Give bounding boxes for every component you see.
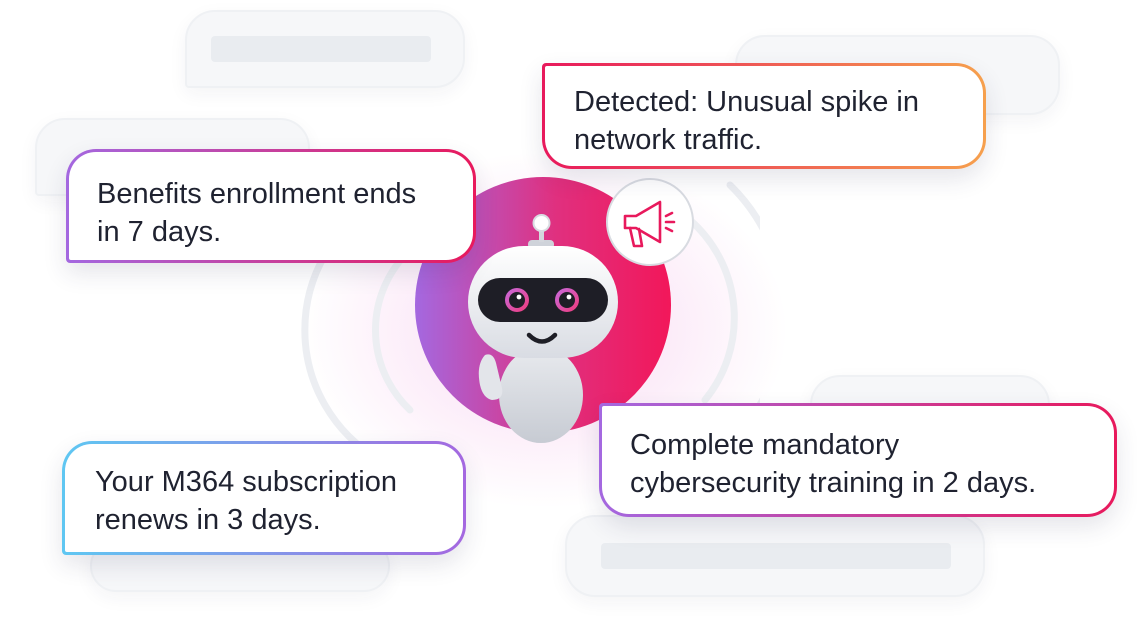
notification-text-line: network traffic. <box>574 124 763 156</box>
placeholder-bar <box>211 36 431 62</box>
notification-text-line: renews in 3 days. <box>95 504 321 536</box>
notification-text-line: cybersecurity training in 2 days. <box>630 467 1037 499</box>
signal-arc-left-inner <box>372 246 414 414</box>
placeholder-bar <box>601 543 951 569</box>
notification-text-line: Your M364 subscription <box>95 466 397 498</box>
notification-bubble-network: Detected: Unusual spike in network traff… <box>542 63 986 169</box>
notification-text-line: Detected: Unusual spike in <box>574 86 919 118</box>
robot-antenna-stem <box>539 226 544 242</box>
robot-mascot-icon <box>301 177 760 464</box>
megaphone-icon <box>606 178 694 266</box>
signal-arc-right <box>726 181 760 424</box>
notification-text-line: Complete mandatory <box>630 429 900 461</box>
robot-visor <box>478 278 608 322</box>
robot-antenna-tip <box>532 214 551 232</box>
notification-text-line: Benefits enrollment ends <box>97 178 417 210</box>
robot-arm <box>478 354 503 400</box>
robot-smile <box>526 332 558 344</box>
bubble-content: Your M364 subscription renews in 3 days. <box>65 444 463 552</box>
bubble-content: Benefits enrollment ends in 7 days. <box>69 152 473 260</box>
robot-body <box>499 347 583 443</box>
bubble-content: Detected: Unusual spike in network traff… <box>545 66 983 166</box>
placeholder-bubble <box>185 10 465 88</box>
notification-bubble-benefits: Benefits enrollment ends in 7 days. <box>66 149 476 263</box>
notification-text-line: in 7 days. <box>97 216 222 248</box>
notification-bubble-training: Complete mandatory cybersecurity trainin… <box>599 403 1117 517</box>
notification-bubble-subscription: Your M364 subscription renews in 3 days. <box>62 441 466 555</box>
placeholder-bubble <box>565 515 985 597</box>
signal-arc-right-inner <box>686 216 738 404</box>
bubble-content: Complete mandatory cybersecurity trainin… <box>602 406 1114 514</box>
